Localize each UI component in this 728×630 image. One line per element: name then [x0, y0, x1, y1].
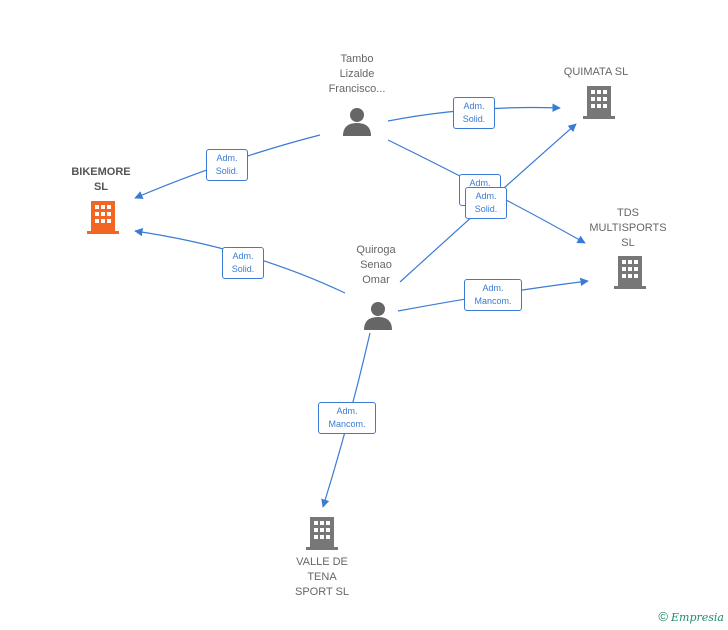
company-label-tds[interactable]: TDS MULTISPORTS SL [589, 207, 667, 249]
company-label-bikemore[interactable]: BIKEMORE SL [71, 166, 131, 193]
edge-label-quiroga-valle: Adm. Mancom. [318, 402, 376, 434]
copyright-footer: © Empresia [658, 609, 724, 624]
person-icon[interactable] [343, 108, 371, 136]
edge-label-quiroga-quimata: Adm. Solid. [465, 187, 507, 219]
edge-label-tambo-quimata: Adm. Solid. [453, 97, 495, 129]
person-label-quiroga[interactable]: Quiroga Senao Omar [356, 244, 396, 286]
edge-label-quiroga-tds: Adm. Mancom. [464, 279, 522, 311]
edge-label-tambo-bikemore: Adm. Solid. [206, 149, 248, 181]
copyright-symbol: © [658, 609, 668, 624]
company-label-quimata[interactable]: QUIMATA SL [563, 66, 629, 78]
brand-logo[interactable]: Empresia [671, 611, 724, 624]
edge-label-quiroga-bikemore: Adm. Solid. [222, 247, 264, 279]
company-label-valle[interactable]: VALLE DE TENA SPORT SL [294, 556, 349, 598]
person-icon[interactable] [364, 302, 392, 330]
person-label-tambo[interactable]: Tambo Lizalde Francisco... [328, 53, 386, 95]
